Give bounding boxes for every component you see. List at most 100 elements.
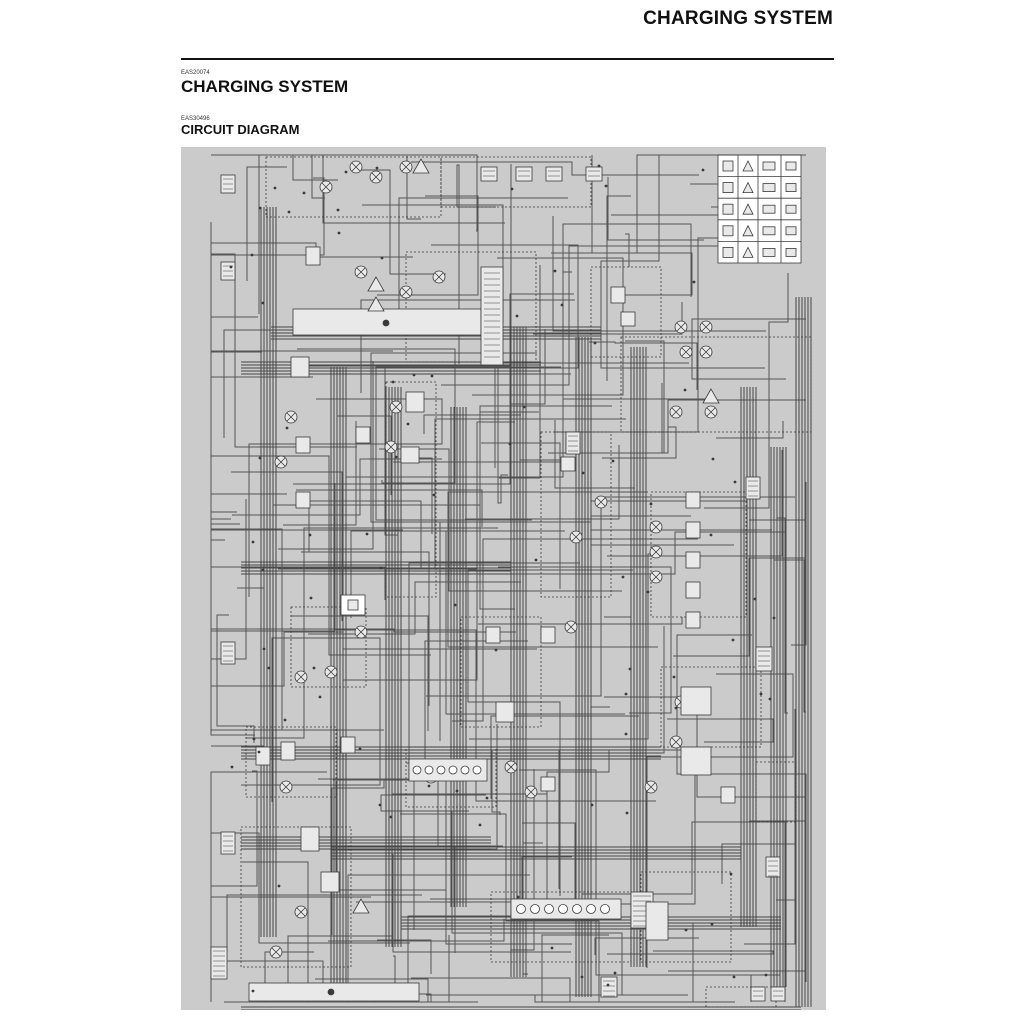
bulb-filament	[281, 782, 291, 792]
junction-dot	[494, 648, 498, 652]
legend-symbol	[785, 226, 797, 236]
junction-dot	[733, 480, 737, 484]
junction-dot	[258, 456, 262, 460]
harness-bundles	[241, 207, 812, 1010]
connector	[220, 831, 236, 855]
wire	[591, 155, 693, 296]
wiring-layer	[210, 154, 807, 1003]
junction-dot	[764, 973, 768, 977]
wire	[210, 480, 225, 541]
wire	[246, 166, 287, 281]
wire	[774, 559, 806, 713]
connector	[585, 166, 603, 182]
enclosure	[620, 336, 812, 433]
junction-dot	[277, 884, 281, 888]
fuse	[412, 765, 422, 775]
sensor-triangle	[702, 388, 720, 404]
fuse	[436, 765, 446, 775]
wire	[472, 257, 624, 396]
junction-dot	[628, 667, 632, 671]
relay-box	[680, 686, 712, 716]
junction-dot	[229, 265, 233, 269]
junction-dot	[508, 442, 512, 446]
wire	[481, 442, 561, 589]
fuse-box-slot	[572, 904, 582, 914]
junction-dot	[412, 373, 416, 377]
wire	[210, 376, 313, 520]
fuse-box-slot	[516, 904, 526, 914]
junction-dot	[729, 872, 733, 876]
wire	[590, 544, 734, 708]
junction-dot	[406, 422, 410, 426]
wire	[625, 233, 630, 267]
junction-dot	[309, 596, 313, 600]
wire	[318, 562, 580, 780]
wire	[210, 894, 422, 993]
junction-dot	[287, 210, 291, 214]
bulb-filament	[391, 402, 401, 412]
junction-dot	[336, 208, 340, 212]
bulb-filament	[356, 627, 366, 637]
wire	[292, 154, 378, 181]
bulb-filament	[566, 622, 576, 632]
circuit-diagram	[181, 147, 826, 1010]
wire	[426, 496, 795, 697]
connector	[600, 976, 618, 998]
bulb-filament	[506, 762, 516, 772]
wire	[441, 245, 749, 386]
bulb-filament	[651, 547, 661, 557]
junction-dot	[337, 231, 341, 235]
wire	[510, 329, 546, 405]
wire	[611, 154, 729, 216]
junction-dot	[590, 803, 594, 807]
wire	[210, 499, 247, 660]
wire	[533, 302, 683, 335]
enclosure	[290, 606, 367, 688]
junction-dot	[230, 765, 234, 769]
legend-symbol	[742, 224, 754, 237]
legend-symbol	[762, 183, 776, 192]
fuse	[448, 765, 458, 775]
fuse-block	[408, 758, 488, 782]
wire	[224, 874, 530, 1003]
junction-dot	[711, 457, 715, 461]
junction-dot	[550, 946, 554, 950]
connector	[745, 476, 761, 500]
relay-box	[485, 626, 501, 644]
wire	[497, 329, 508, 504]
relay-box	[620, 311, 636, 327]
junction-dot	[692, 280, 696, 284]
junction-dot	[684, 928, 688, 932]
legend-symbol	[742, 181, 754, 193]
bulb-filament	[351, 162, 361, 172]
relay-box	[300, 826, 320, 852]
subsection-code: EAS30496	[181, 116, 210, 122]
wire	[554, 420, 635, 489]
relay-box	[320, 871, 340, 893]
relay-box	[405, 391, 425, 413]
wire	[411, 977, 655, 1003]
legend-symbol	[762, 204, 776, 214]
wire	[360, 169, 446, 275]
junction-dot	[427, 784, 431, 788]
wire	[308, 500, 422, 568]
wire	[667, 718, 774, 743]
wire	[511, 769, 535, 951]
junction-dot	[581, 471, 585, 475]
bulb-filament	[371, 172, 381, 182]
junction-dot	[394, 455, 398, 459]
wire	[490, 715, 639, 799]
fuse-box-slot	[544, 904, 554, 914]
junction-dot	[258, 206, 262, 210]
wire	[210, 597, 255, 736]
junction-dot	[580, 975, 584, 979]
legend-symbol	[742, 160, 754, 172]
junction-dot	[624, 692, 628, 696]
junction-dot	[672, 675, 676, 679]
wire	[258, 154, 478, 314]
wire	[264, 951, 470, 1003]
relay-box	[685, 581, 701, 599]
wire	[602, 426, 677, 459]
junction-dot	[593, 341, 597, 345]
bulb-filament	[386, 442, 396, 452]
